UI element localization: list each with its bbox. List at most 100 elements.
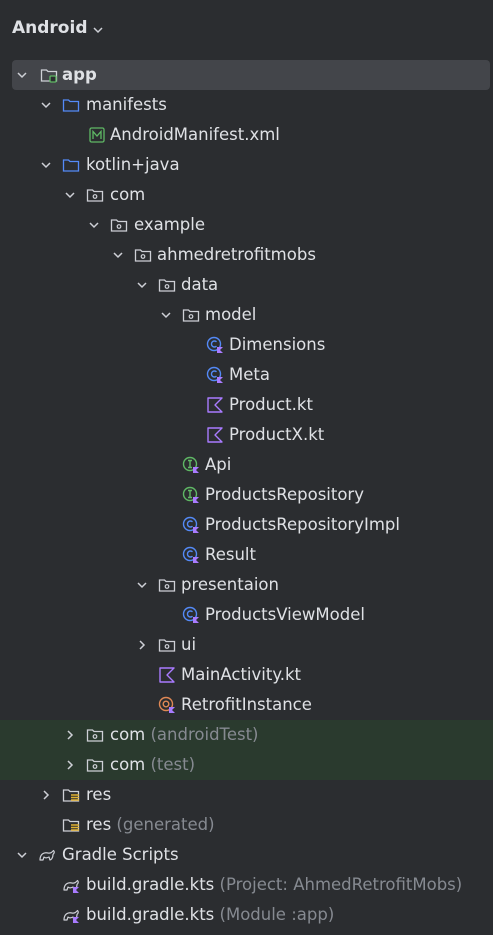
tree-node-label: com (test) — [110, 755, 195, 774]
tree-node-label: ProductsRepositoryImpl — [205, 515, 400, 534]
tree-node-label: ahmedretrofitmobs — [157, 245, 316, 264]
chevron-right-icon[interactable] — [64, 729, 76, 741]
project-view-header: Android — [0, 0, 493, 58]
chevron-down-icon[interactable] — [112, 249, 124, 261]
tree-node-package[interactable]: ahmedretrofitmobs — [0, 240, 493, 270]
chevron-down-icon[interactable] — [92, 24, 104, 36]
tree-node-label: ProductX.kt — [229, 425, 325, 444]
node-name: com — [110, 755, 146, 774]
tree-node-label: kotlin+java — [86, 155, 180, 174]
gradle-icon — [39, 849, 55, 861]
view-selector-title[interactable]: Android — [12, 18, 88, 38]
package-icon — [182, 309, 200, 322]
manifest-file-icon — [89, 127, 105, 143]
tree-node-api[interactable]: Api — [0, 450, 493, 480]
kotlin-file-icon — [207, 397, 223, 413]
tree-node-ui[interactable]: ui — [0, 630, 493, 660]
node-suffix: (generated) — [116, 815, 215, 834]
tree-node-com-android-test[interactable]: com (androidTest) — [0, 720, 493, 750]
chevron-down-icon[interactable] — [136, 579, 148, 591]
tree-node-dimensions[interactable]: Dimensions — [0, 330, 493, 360]
tree-node-meta[interactable]: Meta — [0, 360, 493, 390]
kotlin-class-icon — [182, 516, 199, 533]
tree-node-label: MainActivity.kt — [181, 665, 302, 684]
tree-node-build-gradle-project[interactable]: build.gradle.kts (Project: AhmedRetrofit… — [0, 870, 493, 900]
tree-node-product-kt[interactable]: Product.kt — [0, 390, 493, 420]
tree-node-label: RetrofitInstance — [181, 695, 312, 714]
tree-node-label: Product.kt — [229, 395, 313, 414]
package-icon — [134, 249, 152, 262]
tree-node-label: Gradle Scripts — [62, 845, 179, 864]
package-icon — [86, 189, 104, 202]
tree-node-label: Meta — [229, 365, 270, 384]
tree-node-main-activity[interactable]: MainActivity.kt — [0, 660, 493, 690]
tree-node-label: ui — [181, 635, 197, 654]
node-suffix: (Module :app) — [219, 905, 335, 924]
tree-node-retrofit-instance[interactable]: RetrofitInstance — [0, 690, 493, 720]
package-icon — [158, 639, 176, 652]
tree-node-label: Dimensions — [229, 335, 326, 354]
folder-icon — [62, 99, 80, 112]
chevron-down-icon[interactable] — [136, 279, 148, 291]
kotlin-class-icon — [206, 366, 223, 383]
tree-node-label: AndroidManifest.xml — [110, 125, 280, 144]
tree-node-result[interactable]: Result — [0, 540, 493, 570]
tree-node-model[interactable]: model — [0, 300, 493, 330]
node-name: com — [110, 725, 146, 744]
tree-node-example[interactable]: example — [0, 210, 493, 240]
package-icon — [110, 219, 128, 232]
tree-node-label: manifests — [86, 95, 167, 114]
node-suffix: (Project: AhmedRetrofitMobs) — [219, 875, 463, 894]
tree-node-manifests[interactable]: manifests — [0, 90, 493, 120]
chevron-down-icon[interactable] — [40, 99, 52, 111]
tree-node-presentaion[interactable]: presentaion — [0, 570, 493, 600]
tree-node-com-test[interactable]: com (test) — [0, 750, 493, 780]
tree-node-kotlin-java[interactable]: kotlin+java — [0, 150, 493, 180]
tree-node-label: presentaion — [181, 575, 279, 594]
tree-node-products-view-model[interactable]: ProductsViewModel — [0, 600, 493, 630]
tree-node-productx-kt[interactable]: ProductX.kt — [0, 420, 493, 450]
tree-node-label: res (generated) — [86, 815, 215, 834]
chevron-right-icon[interactable] — [136, 639, 148, 651]
tree-node-label: build.gradle.kts (Module :app) — [86, 905, 334, 924]
tree-node-res-generated[interactable]: res (generated) — [0, 810, 493, 840]
source-folder-icon — [62, 159, 80, 172]
tree-node-res[interactable]: res — [0, 780, 493, 810]
chevron-down-icon[interactable] — [88, 219, 100, 231]
tree-node-label: build.gradle.kts (Project: AhmedRetrofit… — [86, 875, 462, 894]
tree-node-app[interactable]: app — [12, 60, 490, 90]
tree-node-label: example — [134, 215, 206, 234]
package-icon — [86, 729, 104, 742]
chevron-down-icon[interactable] — [160, 309, 172, 321]
kotlin-class-icon — [206, 336, 223, 353]
tree-node-products-repository[interactable]: ProductsRepository — [0, 480, 493, 510]
tree-node-gradle-scripts[interactable]: Gradle Scripts — [0, 840, 493, 870]
chevron-right-icon[interactable] — [40, 789, 52, 801]
kotlin-class-icon — [182, 546, 199, 563]
tree-node-data[interactable]: data — [0, 270, 493, 300]
chevron-right-icon[interactable] — [64, 759, 76, 771]
package-icon — [158, 279, 176, 292]
chevron-down-icon[interactable] — [16, 69, 28, 81]
tree-node-com[interactable]: com — [0, 180, 493, 210]
tree-node-android-manifest[interactable]: AndroidManifest.xml — [0, 120, 493, 150]
tree-node-label: Result — [205, 545, 256, 564]
tree-node-products-repository-impl[interactable]: ProductsRepositoryImpl — [0, 510, 493, 540]
chevron-down-icon[interactable] — [64, 189, 76, 201]
tree-node-label: com — [110, 185, 146, 204]
tree-node-label: app — [62, 65, 97, 84]
chevron-down-icon[interactable] — [40, 159, 52, 171]
package-icon — [86, 759, 104, 772]
resources-folder-icon — [62, 819, 80, 832]
tree-node-label: model — [205, 305, 257, 324]
chevron-down-icon[interactable] — [16, 849, 28, 861]
kotlin-object-icon — [158, 696, 175, 713]
tree-node-build-gradle-module[interactable]: build.gradle.kts (Module :app) — [0, 900, 493, 930]
tree-node-label: res — [86, 785, 112, 804]
module-folder-icon — [40, 69, 58, 83]
tree-node-label: data — [181, 275, 219, 294]
kotlin-interface-icon — [182, 456, 199, 473]
tree-node-label: ProductsViewModel — [205, 605, 365, 624]
kotlin-file-icon — [207, 427, 223, 443]
tree-node-label: Api — [205, 455, 232, 474]
